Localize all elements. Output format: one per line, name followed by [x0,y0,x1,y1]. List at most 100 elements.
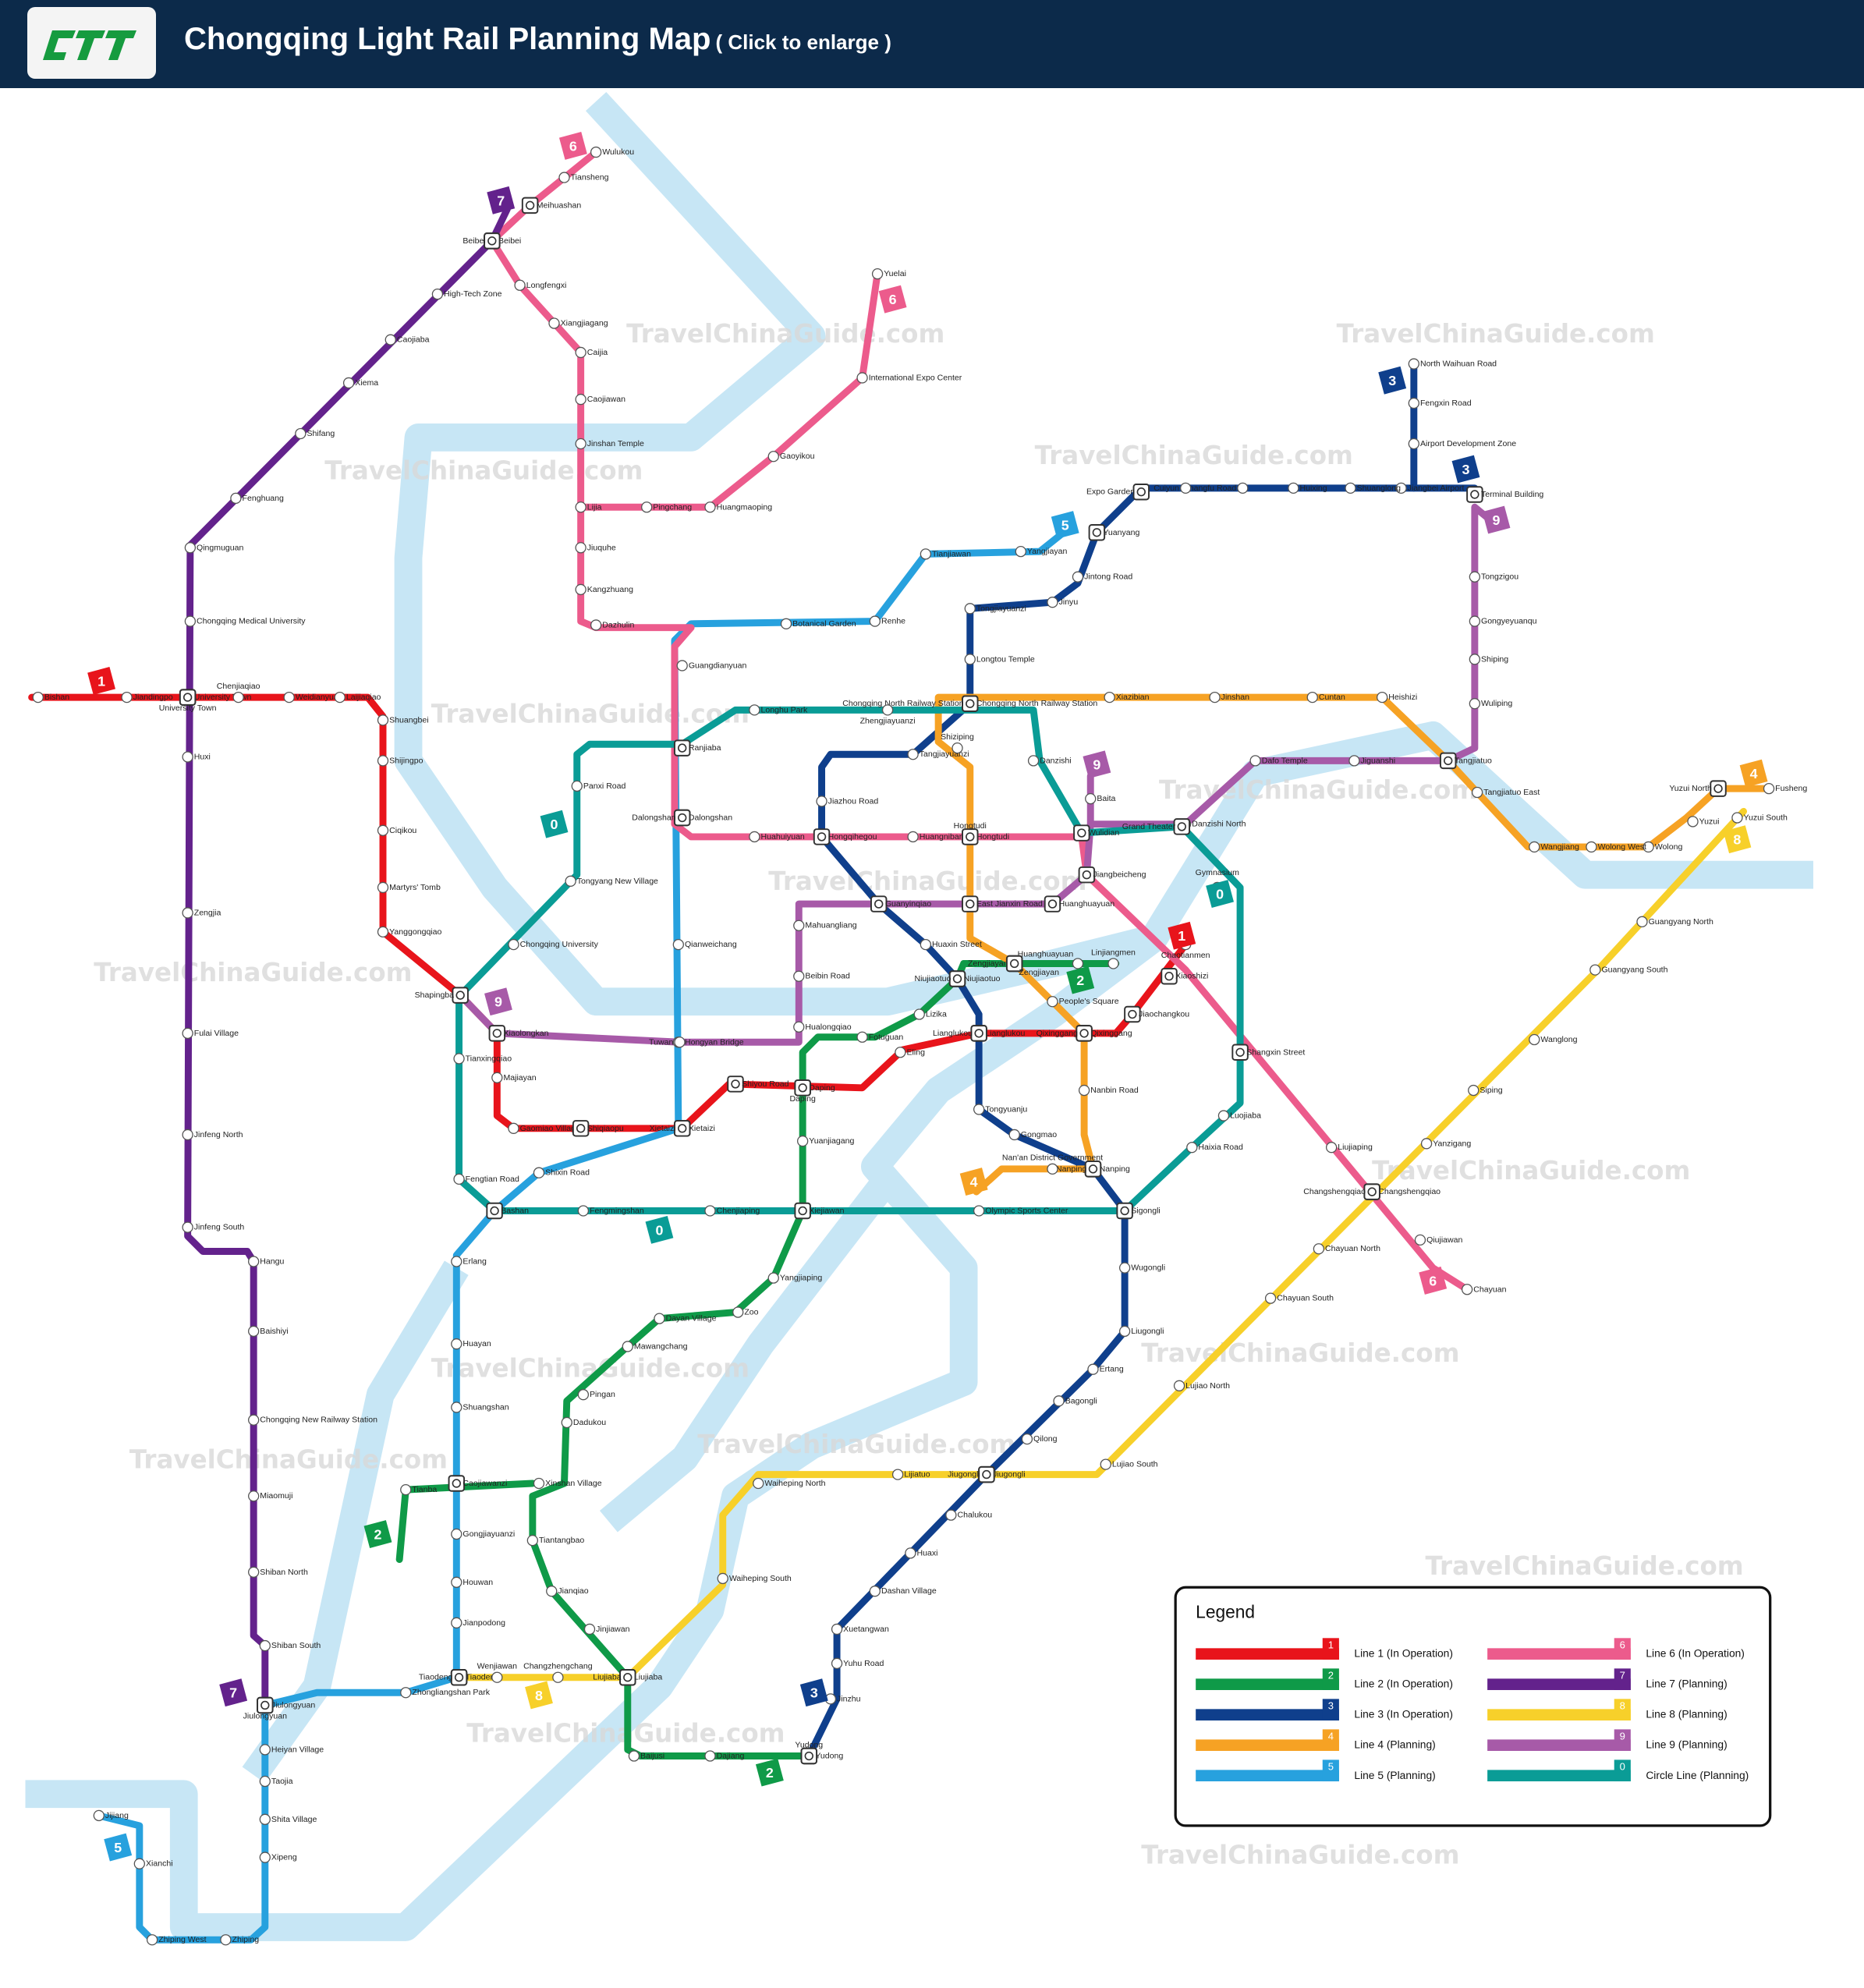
station[interactable]: Kangzhuang [575,583,633,596]
station[interactable]: Yuhu Road [831,1657,884,1669]
station[interactable]: Bashan [486,1202,529,1220]
station[interactable]: Meihuashan [521,197,581,214]
station[interactable]: Xietaizi [650,1120,691,1137]
station[interactable]: Baijusi [628,1750,664,1762]
station[interactable]: Xinshan Village [533,1477,602,1490]
station[interactable]: Zoo [732,1306,759,1318]
station[interactable]: Longtou Temple [964,654,1035,665]
station[interactable]: Shiqiaopu [572,1120,624,1137]
station[interactable]: Chongqing North Railway Station [842,695,979,712]
station[interactable]: Zhengjiayuanzi [860,704,916,726]
station[interactable]: Tianba [400,1483,438,1496]
station[interactable]: East Jianxin Road [962,895,1043,912]
station[interactable]: Hangu [248,1256,285,1267]
station[interactable]: Zhongliangshan Park [400,1687,491,1699]
station[interactable]: Xiaolongkan [488,1025,549,1042]
station[interactable]: Yuzui [1687,816,1719,827]
station[interactable]: Grand Theater [1122,818,1191,835]
station[interactable]: Houwan [451,1576,493,1588]
station[interactable]: Gaoyikou [767,451,815,462]
station[interactable]: Ertang [1087,1363,1124,1375]
station[interactable]: Liugongli [1118,1325,1164,1338]
station[interactable]: Jiulongyuan [243,1696,287,1721]
station[interactable]: Majiayan [491,1072,537,1083]
station[interactable]: Xiangjiagang [548,317,608,329]
station[interactable]: Guangyang South [1589,964,1668,976]
station[interactable]: Xiejiawan [794,1202,845,1220]
station[interactable]: Shiyou Road [727,1076,789,1093]
station[interactable]: Zengjiayan [1005,955,1059,978]
station[interactable]: Chongqing New Railway Station [248,1414,377,1426]
station[interactable]: Mahuangliang [793,920,857,931]
station[interactable]: Fengxin Road [1408,397,1472,409]
station[interactable]: Xiema [342,377,379,389]
station[interactable]: Expo Garden [1086,484,1150,501]
station[interactable]: Huangmaoping [704,501,772,513]
station[interactable]: Lijia [575,501,602,513]
station[interactable]: Dadukou [561,1416,606,1429]
station[interactable]: Shixin Road [533,1167,590,1178]
station[interactable]: Tianjiawan [920,548,971,560]
station[interactable]: Dalongshan [632,809,691,827]
station[interactable]: Baishiyi [248,1325,289,1338]
station[interactable]: Lizika [913,1008,947,1020]
station[interactable]: Jinfeng North [182,1129,243,1141]
station[interactable]: Yudong [795,1740,823,1765]
station[interactable]: Fengtian Road [453,1173,519,1185]
station[interactable]: Caojiawanzi [448,1475,508,1492]
station[interactable]: Jinshan Temple [575,438,644,450]
station[interactable]: Lijiatuo [891,1469,930,1480]
station[interactable]: Tiantangbao [526,1534,584,1547]
station[interactable]: Beibin Road [793,970,850,982]
station[interactable]: Shuanglong [1345,482,1401,494]
station[interactable]: Caojiawan [575,393,625,406]
station[interactable]: Luojiaba [1217,1110,1261,1122]
station[interactable]: Huangnibang [907,831,969,843]
station[interactable]: Zhiping [220,1934,259,1946]
station[interactable]: Eling [895,1047,925,1058]
station[interactable]: Qilong [1021,1433,1058,1445]
station[interactable]: Tangjiatuo East [1471,786,1540,799]
station[interactable]: Fenghuang [230,492,284,505]
station[interactable]: Huxi [182,751,211,763]
station[interactable]: Wangjiang [1529,841,1579,853]
station[interactable]: Tongyang New Village [565,875,658,887]
station[interactable]: Fengmingshan [577,1205,644,1217]
station[interactable]: Shangxin Street [1231,1044,1305,1061]
station[interactable]: Tuwan [649,1037,686,1048]
station[interactable]: Nanbin Road [1078,1084,1139,1097]
station[interactable]: Dafo Temple [1249,755,1308,767]
station[interactable]: Jinyu [1047,597,1078,608]
station[interactable]: Taojia [259,1775,293,1788]
station[interactable]: Weidianyuan [283,691,343,703]
station[interactable]: Heiyan Village [259,1744,324,1756]
station[interactable]: Ranjiaba [673,739,721,757]
station[interactable]: Gongjiayuanzi [451,1528,515,1540]
station[interactable]: Laijiaqiao [334,691,381,703]
station[interactable]: Hongqihegou [813,828,877,845]
station[interactable]: Qianweichang [672,938,737,951]
station[interactable]: Yangjiayan [1015,545,1067,558]
station[interactable]: Linjiangmen [1091,948,1136,969]
station[interactable]: Beibei [462,232,501,250]
station[interactable]: Lujiao South [1100,1458,1158,1470]
station[interactable]: Caojiaba [384,334,430,346]
station[interactable]: Guanyinqiao [870,895,931,912]
station[interactable]: Martyrs' Tomb [377,881,441,894]
station[interactable]: Hualongqiao [793,1021,852,1033]
station[interactable]: Jiangbei Airport [1395,482,1464,494]
station[interactable]: Longfengxi [514,279,566,291]
station[interactable]: High-Tech Zone [431,288,502,300]
station[interactable]: Miaomuji [248,1490,293,1502]
station[interactable]: Caijia [575,346,608,359]
station[interactable]: Botanical Garden [780,618,856,629]
station[interactable]: Huanghuayuan [1044,895,1115,912]
station[interactable]: Shiban South [259,1639,321,1652]
station[interactable]: Wulukou [590,146,635,158]
station[interactable]: Tianxingqiao [453,1053,512,1065]
station[interactable]: Ciqikou [377,824,417,836]
station[interactable]: Haixia Road [1186,1142,1243,1153]
station[interactable]: Jinzhu [824,1693,861,1705]
station[interactable]: Nanping [1056,1161,1102,1178]
